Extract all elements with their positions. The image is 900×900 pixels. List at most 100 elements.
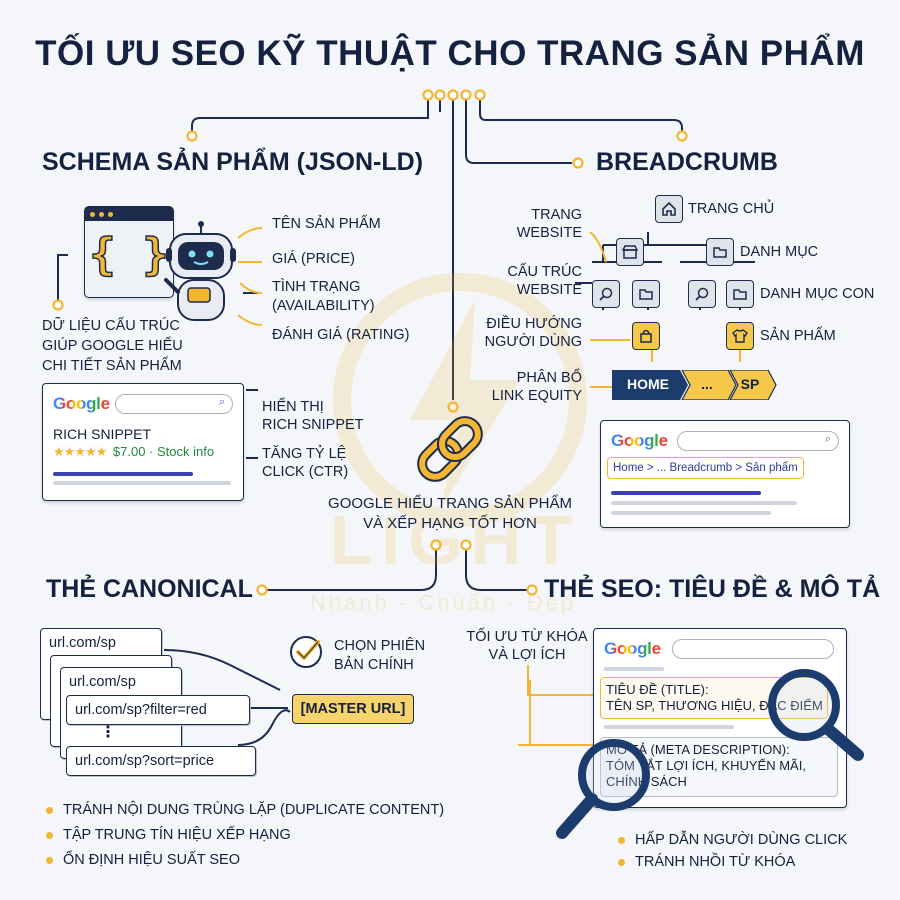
search-icon: ⌕ [824,433,831,445]
canonical-title: THẺ CANONICAL [46,575,253,603]
result-bar [53,481,231,485]
magnifier-icon [768,669,864,761]
result-bar [611,501,797,505]
result-bar [604,667,664,671]
seo-bullet-2: TRÁNH NHỒI TỪ KHÓA [618,854,795,870]
rich-snippet-label: RICH SNIPPET [53,426,152,442]
field-rating: ĐÁNH GIÁ (RATING) [272,327,410,343]
bc-label-3a: ĐIỀU HƯỚNG [486,316,582,332]
bc-label-2a: CẤU TRÚC [507,264,582,280]
shirt-icon [726,322,754,350]
center-text-2: VÀ XẾP HẠNG TỐT HƠN [363,515,537,532]
folder-icon [632,280,660,308]
magnifier-icon [688,280,716,308]
seo-bullet-1: HẤP DẪN NGƯỜI DÙNG CLICK [618,832,847,848]
field-availability-en: (AVAILABILITY) [272,298,375,314]
star-icon: ★★★★★ [53,444,107,459]
node-subcategory: DANH MỤC CON [760,286,875,302]
ellipsis-vertical: ⋮ [100,724,116,741]
json-braces: { } [89,228,170,281]
window-dot-icon [90,211,95,217]
window-dot-icon [108,211,113,217]
bc-label-1b: WEBSITE [516,225,582,241]
folder-icon [706,238,734,266]
bc-label-4a: PHÂN BỔ [516,370,582,386]
meta-desc-label: MÔ TẢ (META DESCRIPTION): [606,742,790,757]
result-bar [604,725,734,729]
google-logo: Google [53,394,110,413]
code-window: { } [84,206,174,298]
field-name: TÊN SẢN PHẨM [272,216,381,232]
search-icon: ⌕ [218,396,225,408]
canonical-bullet-2: TẬP TRUNG TÍN HIỆU XẾP HẠNG [46,827,291,843]
meta-desc-value-1: TÓM TẮT LỢI ÍCH, KHUYẾN MÃI, [606,758,806,773]
url-text: url.com/sp [69,674,136,690]
watermark-tagline: Nhanh - Chuẩn - Đẹp [310,590,577,615]
magnifier-icon [556,739,650,839]
watermark-brand: LIGHT [330,501,580,579]
bc-label-1a: TRANG [531,207,582,223]
robot-icon [164,221,236,321]
watermark: LIGHT Nhanh - Chuẩn - Đẹp [300,270,620,630]
node-category: DANH MỤC [740,244,819,260]
google-logo: Google [611,431,668,450]
rich-snippet-card: Google ⌕ RICH SNIPPET ★★★★★ $7.00 · Stoc… [42,383,244,501]
breadcrumb-serp-card: Google ⌕ Home > ... Breadcrumb > Sản phẩ… [600,420,850,528]
url-box: url.com/sp?sort=price [66,746,256,776]
url-text: url.com/sp?sort=price [75,753,215,769]
benefit-4: CLICK (CTR) [262,464,349,480]
breadcrumb-trail [612,370,777,400]
bc-label-3b: NGƯỜI DÙNG [484,334,582,350]
bc-label-4b: LINK EQUITY [491,388,582,404]
seo-tags-title: THẺ SEO: TIÊU ĐỀ & MÔ TẢ [544,575,881,603]
search-input[interactable]: ⌕ [677,431,839,451]
keyword-2: VÀ LỢI ÍCH [488,647,566,663]
folder-icon [726,280,754,308]
magnifier-icon [592,280,620,308]
link-chain-icon [417,416,483,482]
breadcrumb-title: BREADCRUMB [596,148,778,176]
field-price: GIÁ (PRICE) [272,251,355,267]
choose-1: CHỌN PHIÊN [334,638,426,654]
result-bar [53,472,193,476]
benefit-1: HIỂN THỊ [262,399,324,415]
url-text: url.com/sp?filter=red [75,702,207,718]
schema-desc-3: CHI TIẾT SẢN PHẨM [42,358,182,374]
rating-row: ★★★★★ $7.00 · Stock info [53,444,214,460]
search-input[interactable] [672,639,834,659]
title-tag-label: TIÊU ĐỀ (TITLE): [606,682,709,697]
shopping-bag-icon [632,322,660,350]
schema-title: SCHEMA SẢN PHẨM (JSON-LD) [42,148,424,176]
schema-desc-2: GIÚP GOOGLE HIỂU [42,338,183,354]
home-icon [655,195,683,223]
search-input[interactable]: ⌕ [115,394,233,414]
benefit-3: TĂNG TỶ LỆ [262,446,347,462]
keyword-1: TỐI ƯU TỪ KHÓA [466,629,588,645]
breadcrumb-path[interactable]: Home > ... Breadcrumb > Sản phẩm [607,457,804,479]
schema-desc-1: DỮ LIỆU CẤU TRÚC [42,318,180,334]
node-product: SẢN PHẨM [760,328,836,344]
window-titlebar [85,207,173,221]
url-box: url.com/sp?filter=red [66,695,250,725]
trail-home[interactable]: HOME [627,376,669,392]
master-url-box[interactable]: [MASTER URL] [292,694,414,724]
store-icon [616,238,644,266]
bc-label-2b: WEBSITE [516,282,582,298]
page-title: TỐI ƯU SEO KỸ THUẬT CHO TRANG SẢN PHẨM [35,34,865,73]
google-logo: Google [604,639,661,658]
lightning-icon [333,273,587,527]
checkmark-icon [290,636,322,668]
canonical-bullet-1: TRÁNH NỘI DUNG TRÙNG LẶP (DUPLICATE CONT… [46,802,444,818]
result-bar [611,491,761,495]
window-dot-icon [99,211,104,217]
field-availability: TÌNH TRẠNG [272,279,361,295]
center-text-1: GOOGLE HIỂU TRANG SẢN PHẨM [328,495,572,512]
price-info: $7.00 · Stock info [112,444,215,459]
choose-2: BẢN CHÍNH [334,657,414,673]
trail-sp[interactable]: SP [740,376,760,392]
canonical-bullet-3: ỔN ĐỊNH HIỆU SUẤT SEO [46,852,240,868]
benefit-2: RICH SNIPPET [262,417,364,433]
result-bar [611,511,771,515]
trail-ellipsis[interactable]: ... [701,376,713,392]
node-home: TRANG CHỦ [688,201,775,217]
